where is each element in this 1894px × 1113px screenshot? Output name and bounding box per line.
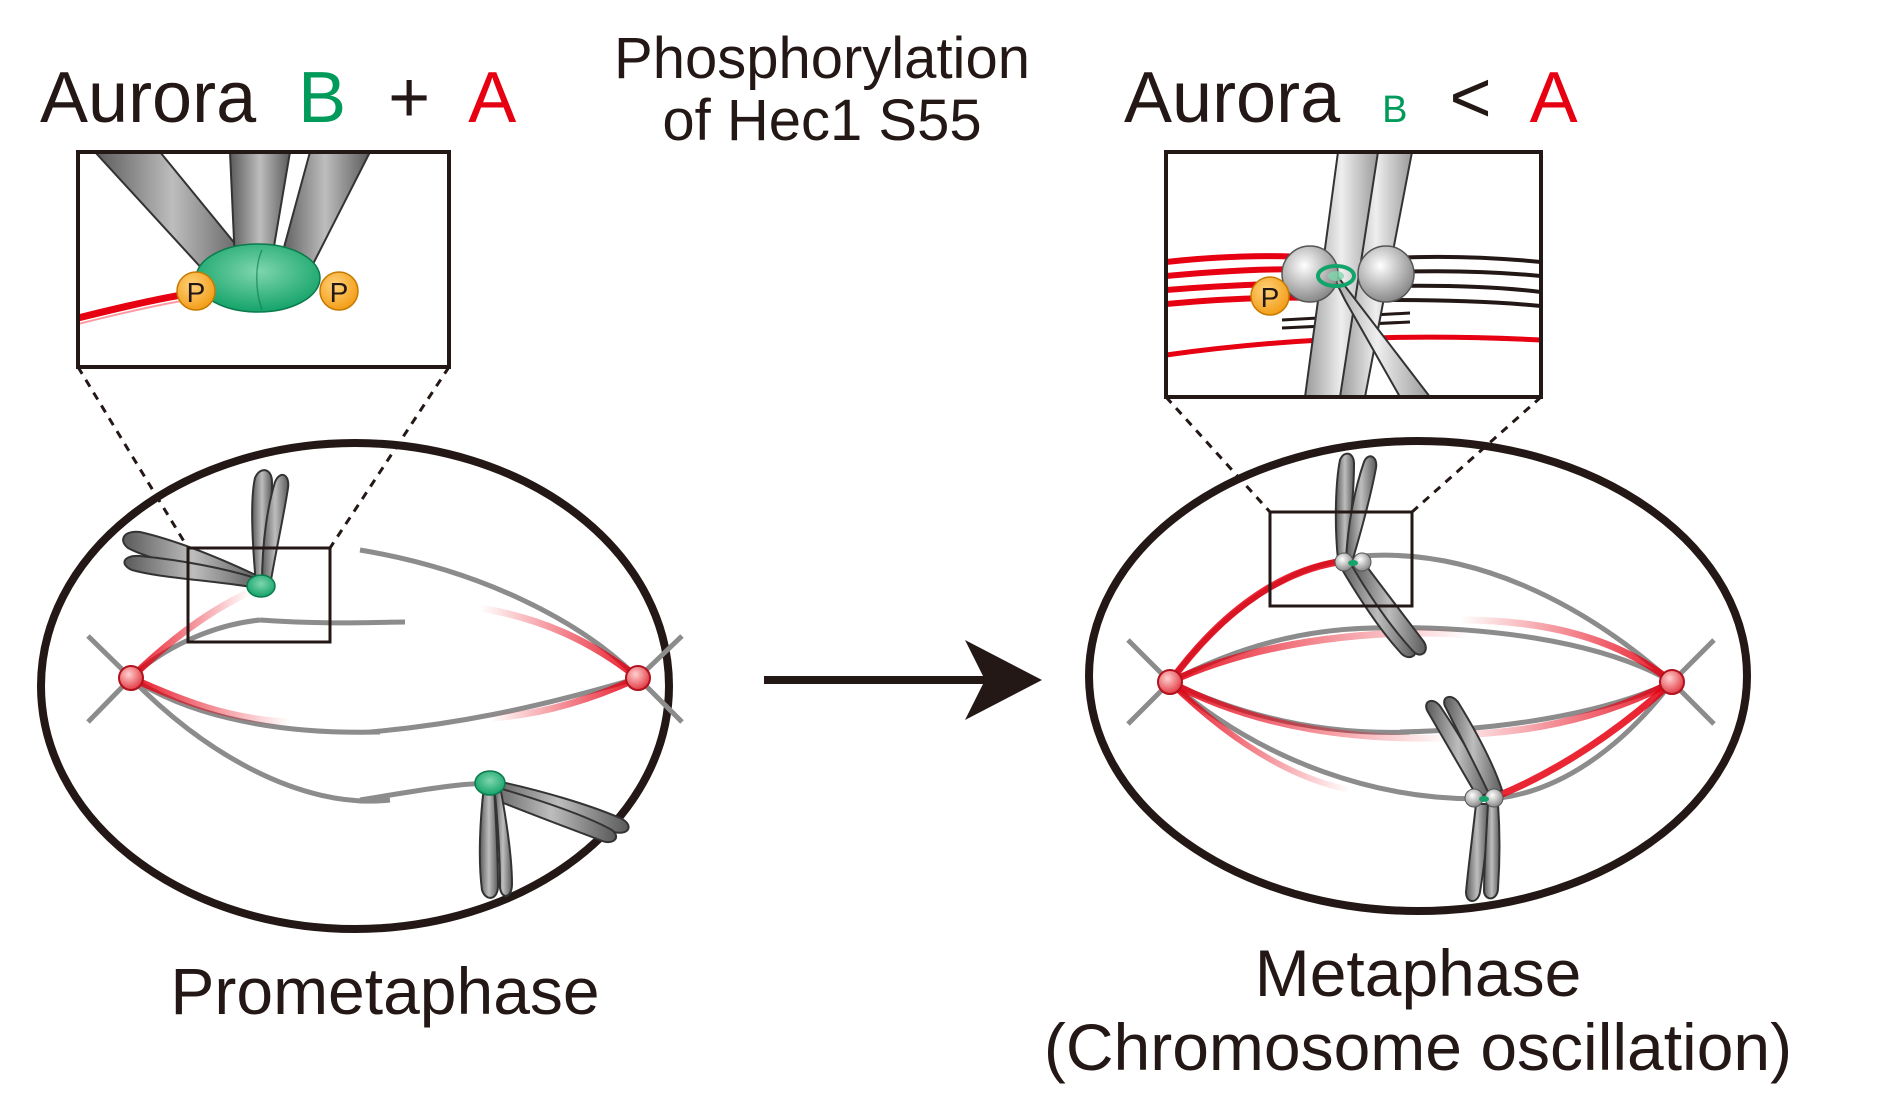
aurora-b-kinetochore xyxy=(195,243,321,313)
spindle-pole xyxy=(625,665,651,691)
microtubule-gray xyxy=(129,676,391,804)
right-arrow-icon xyxy=(764,640,1042,720)
center-title-line1: Phosphorylation xyxy=(614,26,1030,91)
microtubule-gray xyxy=(1499,680,1674,801)
stage-label-prometaphase: Prometaphase xyxy=(170,954,599,1028)
microtubule-gray xyxy=(1361,552,1674,684)
right-kinase-heading: Aurora B < A xyxy=(1124,58,1578,138)
zoom-box xyxy=(186,546,332,644)
microtubule-red xyxy=(1167,558,1339,685)
zoom-box xyxy=(1268,510,1414,608)
microtubule-gray xyxy=(129,675,381,735)
right-aurora-b: B xyxy=(1382,89,1407,131)
microtubule-gray xyxy=(359,781,492,803)
cell-membrane xyxy=(37,439,673,933)
microtubule-red xyxy=(489,674,640,722)
center-title: Phosphorylation of Hec1 S55 xyxy=(614,26,1030,153)
left-aurora-a: A xyxy=(468,58,516,138)
microtubule-gray xyxy=(259,617,406,626)
phospho-circle xyxy=(319,271,359,311)
phospho-label: P xyxy=(1261,282,1280,313)
phospho-circle xyxy=(176,271,216,311)
inset-frame xyxy=(76,150,451,369)
left-inset: P P xyxy=(76,150,451,369)
phospho-label: P xyxy=(330,277,349,308)
inset-frame xyxy=(1164,150,1543,399)
prometaphase-cell xyxy=(37,439,684,933)
phospho-circle xyxy=(1250,276,1290,316)
zoom-line xyxy=(1164,395,1272,514)
right-inset: P xyxy=(1164,150,1543,399)
microtubule-gray xyxy=(369,675,639,735)
microtubule-red xyxy=(1498,679,1675,799)
microtubule-red xyxy=(129,674,291,726)
metaphase-cell xyxy=(1085,437,1751,915)
left-operator: + xyxy=(388,58,430,138)
chromosome xyxy=(1425,695,1504,902)
microtubule-red xyxy=(1167,679,1351,793)
right-operator: < xyxy=(1450,58,1492,138)
centromere-ball xyxy=(1357,245,1415,303)
microtubule-red xyxy=(128,588,252,681)
left-kinase-heading: Aurora B + A xyxy=(40,58,516,138)
spindle-pole xyxy=(118,665,144,691)
zoom-line xyxy=(76,366,190,549)
stage-label-metaphase: Metaphase xyxy=(1255,936,1582,1010)
microtubule-gray xyxy=(1168,680,1501,802)
microtubule-gray xyxy=(1167,557,1346,684)
spindle-pole xyxy=(1659,669,1685,695)
center-title-line2: of Hec1 S55 xyxy=(662,88,981,153)
aurora-b-kinetochore xyxy=(1316,264,1356,288)
cell-membrane xyxy=(1085,437,1751,915)
left-aurora-word: Aurora xyxy=(40,58,257,138)
left-aurora-b: B xyxy=(298,58,346,138)
right-aurora-a: A xyxy=(1530,58,1578,138)
stage-sublabel-metaphase: (Chromosome oscillation) xyxy=(1044,1010,1792,1084)
right-aurora-word: Aurora xyxy=(1124,58,1341,138)
microtubule-red xyxy=(1168,629,1471,686)
spindle-pole xyxy=(1157,669,1183,695)
microtubule-dark xyxy=(1389,298,1541,308)
microtubule-red xyxy=(1459,616,1675,685)
microtubule-gray xyxy=(129,617,261,680)
microtubule-dark xyxy=(1389,254,1541,264)
phospho-label: P xyxy=(187,277,206,308)
zoom-line xyxy=(328,366,451,549)
chromosome xyxy=(474,770,630,899)
microtubule-red xyxy=(479,604,641,681)
chromosome xyxy=(122,469,290,598)
microtubule-red xyxy=(1168,678,1451,742)
